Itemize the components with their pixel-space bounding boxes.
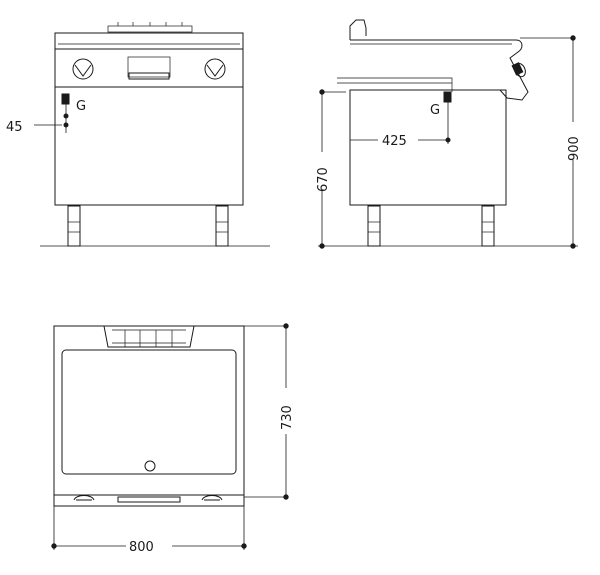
dimension-total-height: 900: [520, 35, 582, 249]
dimension-gas-height: 670: [316, 89, 346, 249]
left-knob-icon: [72, 58, 94, 80]
dim-gas-offset-value: 45: [6, 120, 23, 135]
front-legs: [67, 205, 229, 247]
dimension-gas-offset: 45: [6, 104, 69, 135]
front-gas-label: G: [76, 99, 86, 114]
dim-depth-value: 730: [280, 405, 295, 430]
right-knob-icon: [204, 58, 226, 80]
front-gas-connection-marker: [61, 93, 70, 105]
side-knob-icon: [511, 62, 526, 78]
side-gas-label: G: [430, 103, 440, 118]
side-legs: [367, 205, 495, 247]
top-view: 730 800: [51, 323, 295, 555]
front-view: G 45: [6, 22, 270, 247]
side-view: G 425 670 900: [316, 19, 582, 249]
front-top-grate: [107, 22, 193, 33]
dimension-depth: 730: [244, 323, 295, 500]
top-outer-body: [53, 325, 245, 507]
dim-width-value: 800: [129, 540, 154, 555]
top-cooking-plate: [61, 349, 237, 475]
front-control-panel: [54, 48, 244, 88]
side-inner-line: [337, 77, 453, 92]
drain-hole-icon: [144, 460, 156, 472]
dimension-gas-depth: 425: [350, 102, 451, 149]
side-top-profile: [350, 39, 529, 101]
top-front-controls: [73, 495, 223, 503]
dim-gas-depth-value: 425: [382, 134, 407, 149]
dim-gas-height-value: 670: [316, 167, 331, 192]
dim-total-height-value: 900: [567, 136, 582, 161]
front-top-surface: [54, 32, 244, 50]
side-backsplash: [349, 19, 367, 40]
side-body: [349, 89, 507, 206]
dimension-width: 800: [51, 506, 247, 555]
side-gas-connection-marker: [443, 91, 452, 103]
top-flue-grate: [103, 325, 195, 348]
front-center-handle: [127, 56, 171, 80]
